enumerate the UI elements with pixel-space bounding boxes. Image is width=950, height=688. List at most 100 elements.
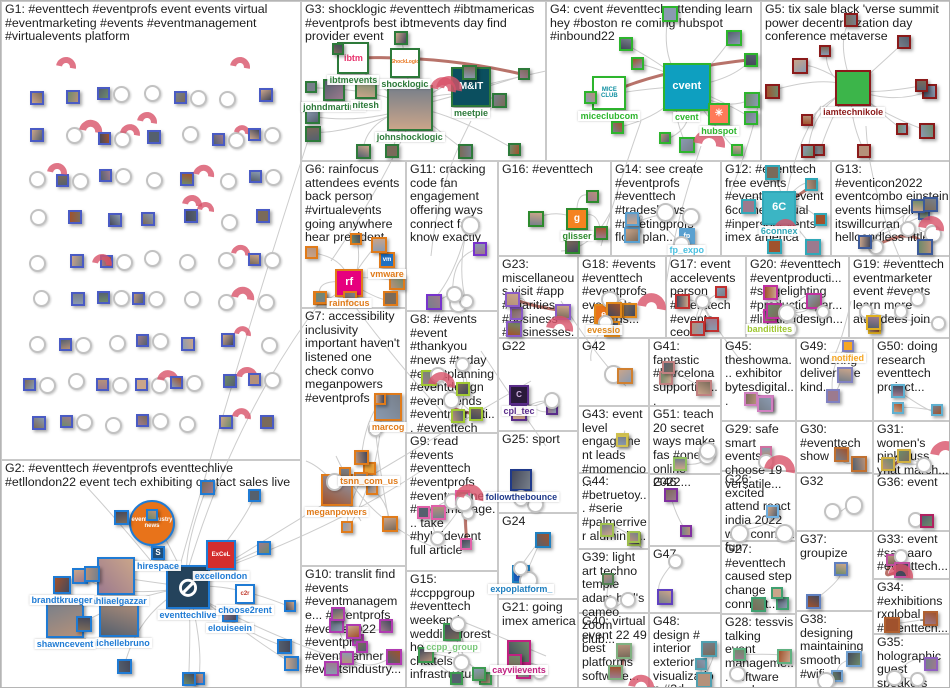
vertex-circle[interactable]	[620, 592, 637, 608]
vertex-avatar[interactable]	[132, 292, 146, 306]
vertex-circle[interactable]	[445, 285, 463, 304]
vertex-avatar[interactable]	[607, 665, 623, 681]
vertex-avatar[interactable]	[775, 597, 789, 610]
vertex-avatar[interactable]	[564, 239, 580, 254]
vertex-avatar[interactable]	[107, 212, 122, 227]
vertex-circle[interactable]	[728, 665, 746, 683]
vertex-avatar[interactable]	[222, 373, 237, 388]
vertex-circle[interactable]	[113, 131, 131, 149]
vertex-hirespace[interactable]: S	[151, 545, 165, 560]
vertex-avatar[interactable]	[305, 80, 317, 93]
vertex-circle[interactable]	[144, 250, 162, 268]
vertex-avatar[interactable]	[714, 286, 727, 299]
vertex-avatar[interactable]	[744, 110, 758, 125]
vertex-avatar[interactable]	[897, 35, 912, 50]
vertex-6connex[interactable]: 6C	[762, 190, 797, 225]
vertex-avatar[interactable]	[672, 457, 687, 471]
vertex-circle[interactable]	[72, 172, 90, 190]
vertex-avatar[interactable]	[757, 396, 774, 412]
vertex-avatar[interactable]	[76, 615, 93, 632]
vertex-circle[interactable]	[429, 530, 446, 547]
vertex-avatar[interactable]	[851, 456, 868, 472]
vertex-circle[interactable]	[263, 252, 281, 270]
vertex-avatar[interactable]	[800, 114, 813, 126]
vertex-avatar[interactable]	[741, 199, 757, 215]
vertex-avatar[interactable]	[60, 415, 74, 429]
vertex-circle[interactable]	[931, 316, 946, 331]
vertex-avatar[interactable]	[218, 415, 233, 430]
vertex-johnshocklogic[interactable]	[386, 84, 433, 131]
vertex-avatar[interactable]	[833, 446, 849, 462]
vertex-avatar[interactable]	[791, 57, 808, 74]
vertex-avatar[interactable]	[65, 90, 80, 105]
vertex-avatar[interactable]	[819, 45, 832, 58]
vertex-avatar[interactable]	[385, 144, 400, 158]
vertex-avatar[interactable]	[416, 506, 430, 520]
vertex-avatar[interactable]	[628, 531, 641, 544]
vertex-avatar[interactable]	[662, 361, 676, 375]
vertex-circle[interactable]	[682, 208, 700, 226]
vertex-avatar[interactable]	[451, 408, 466, 423]
vertex-avatar[interactable]	[96, 87, 110, 101]
vertex-circle[interactable]	[909, 291, 926, 307]
vertex-avatar[interactable]	[555, 303, 572, 320]
vertex-avatar[interactable]	[891, 402, 904, 415]
vertex-avatar[interactable]	[473, 241, 488, 256]
vertex-circle[interactable]	[113, 290, 131, 308]
vertex-miceclubcom[interactable]: MICE CLUB	[592, 76, 627, 111]
vertex-avatar[interactable]	[825, 388, 840, 403]
vertex-circle[interactable]	[816, 672, 835, 687]
vertex-avatar[interactable]	[331, 43, 344, 56]
vertex-avatar[interactable]	[211, 132, 225, 146]
vertex-avatar[interactable]	[814, 213, 827, 227]
vertex-avatar[interactable]	[743, 391, 758, 406]
vertex-avatar[interactable]	[141, 211, 156, 226]
vertex-avatar[interactable]	[508, 142, 522, 156]
vertex-avatar[interactable]	[895, 123, 908, 136]
vertex-avatar[interactable]	[599, 523, 614, 538]
vertex-vmware[interactable]: vm	[379, 252, 396, 269]
vertex-circle[interactable]	[144, 85, 162, 103]
vertex-avatar[interactable]	[247, 489, 261, 503]
vertex-avatar[interactable]	[801, 143, 816, 158]
vertex-avatar[interactable]	[135, 334, 149, 348]
vertex-avatar[interactable]	[173, 91, 187, 105]
vertex-avatar[interactable]	[96, 377, 110, 391]
vertex-avatar[interactable]	[767, 239, 783, 254]
vertex-avatar[interactable]	[84, 565, 101, 582]
vertex-avatar[interactable]	[117, 658, 133, 674]
vertex-avatar[interactable]	[180, 336, 195, 351]
vertex-circle[interactable]	[74, 336, 92, 354]
vertex-dahliaelgazzar[interactable]	[97, 556, 135, 595]
vertex-avatar[interactable]	[843, 12, 858, 27]
vertex-avatar[interactable]	[695, 672, 712, 687]
vertex-avatar[interactable]	[804, 239, 821, 255]
vertex-avatar[interactable]	[696, 380, 713, 397]
vertex-avatar[interactable]	[146, 509, 159, 522]
vertex-circle[interactable]	[179, 253, 197, 271]
vertex-avatar[interactable]	[674, 293, 690, 309]
vertex-avatar[interactable]	[621, 303, 637, 319]
vertex-avatar[interactable]	[356, 641, 369, 654]
vertex-avatar[interactable]	[896, 449, 911, 464]
vertex-circle[interactable]	[29, 208, 47, 226]
vertex-avatar[interactable]	[256, 208, 271, 223]
vertex-avatar[interactable]	[744, 92, 760, 109]
vertex-avatar[interactable]	[920, 514, 935, 528]
vertex-avatar[interactable]	[616, 367, 633, 384]
vertex-avatar[interactable]	[703, 316, 719, 332]
vertex-avatar[interactable]	[765, 83, 780, 99]
vertex-avatar[interactable]	[383, 291, 399, 306]
vertex-avatar[interactable]	[866, 314, 882, 330]
vertex-avatar[interactable]	[916, 239, 933, 255]
vertex-circle[interactable]	[179, 415, 197, 433]
vertex-avatar[interactable]	[806, 594, 822, 609]
vertex-avatar[interactable]	[170, 375, 184, 389]
vertex-avatar[interactable]	[305, 125, 321, 142]
vertex-avatar[interactable]	[846, 651, 863, 668]
vertex-shocklogic[interactable]: ShockLogic	[389, 47, 420, 78]
vertex-avatar[interactable]	[663, 487, 678, 502]
vertex-avatar[interactable]	[248, 169, 262, 183]
vertex-avatar[interactable]	[113, 510, 129, 526]
vertex-hubspot[interactable]: ✳	[708, 103, 730, 125]
